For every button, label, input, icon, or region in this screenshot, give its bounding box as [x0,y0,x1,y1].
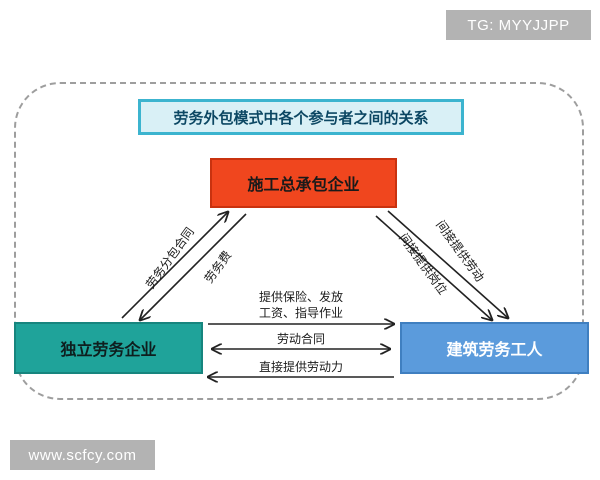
arrow-right-outer [387,210,508,318]
arrow-left-up [121,212,228,319]
label-direct-labor: 直接提供劳动力 [258,360,344,374]
label-insurance-wages: 提供保险、发放 [258,290,344,304]
node-construction-workers: 建筑劳务工人 [400,322,589,374]
label-guide-work: 工资、指导作业 [258,306,344,320]
node-general-contractor: 施工总承包企业 [210,158,397,208]
node-labor-company: 独立劳务企业 [14,322,203,374]
arrow-left-down [140,213,247,320]
arrow-right-inner [375,215,492,320]
diagram-frame [14,82,584,400]
watermark-bottom: www.scfcy.com [10,440,155,470]
watermark-top: TG: MYYJJPP [446,10,591,40]
diagram-title: 劳务外包模式中各个参与者之间的关系 [138,99,464,135]
label-labor-contract: 劳动合同 [276,332,326,346]
